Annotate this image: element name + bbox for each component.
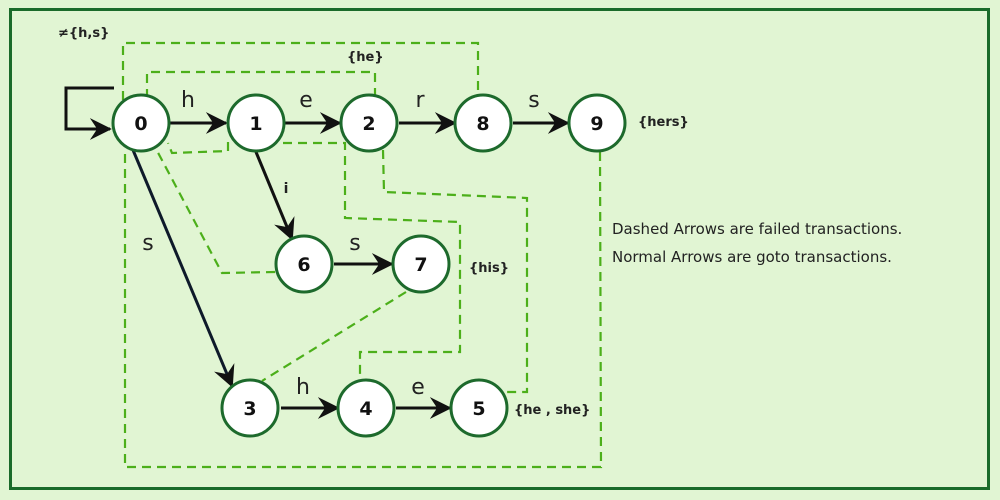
output-label-9: {hers}	[638, 115, 689, 130]
output-label-5: {he , she}	[514, 403, 590, 418]
state-node-2[interactable]: 2	[339, 93, 399, 153]
edge-label-1-6: i	[284, 181, 289, 197]
state-label: 4	[359, 398, 372, 420]
output-labels: ≠{h,s} {he} {hers} {his} {he , she}	[58, 26, 689, 418]
fail-edge-2-0	[145, 70, 377, 98]
edge-label-0-1: h	[181, 88, 195, 113]
state-label: 9	[590, 113, 603, 135]
goto-edges	[131, 112, 570, 419]
state-node-4[interactable]: 4	[336, 378, 396, 438]
state-node-9[interactable]: 9	[567, 93, 627, 153]
edge-label-0-3: s	[142, 231, 153, 256]
state-label: 1	[249, 113, 262, 135]
fail-edge-7-3	[261, 291, 407, 382]
fail-edge-6-0	[154, 146, 276, 275]
state-node-7[interactable]: 7	[391, 234, 451, 294]
legend-dashed: Dashed Arrows are failed transactions.	[612, 220, 903, 238]
nodes: 0 1 2 8 9 6 7 3 4 5	[111, 93, 627, 438]
state-node-0[interactable]: 0	[111, 93, 171, 153]
fail-edge-4-1	[283, 141, 462, 382]
state-label: 3	[243, 398, 256, 420]
state-label: 7	[414, 254, 427, 276]
fail-edge-5-2	[381, 149, 529, 394]
fail-edge-9-3	[123, 150, 603, 469]
goto-edge-1-6	[254, 151, 295, 241]
edge-label-6-7: s	[349, 231, 360, 256]
fail-edge-1-0	[166, 142, 230, 155]
state-label: 6	[297, 254, 310, 276]
root-loop-label: ≠{h,s}	[58, 26, 109, 41]
state-node-6[interactable]: 6	[274, 234, 334, 294]
state-node-8[interactable]: 8	[453, 93, 513, 153]
state-node-5[interactable]: 5	[449, 378, 509, 438]
state-node-3[interactable]: 3	[220, 378, 280, 438]
legend-normal: Normal Arrows are goto transactions.	[612, 248, 892, 266]
edge-label-8-9: s	[528, 88, 539, 113]
state-label: 2	[362, 113, 375, 135]
state-node-1[interactable]: 1	[226, 93, 286, 153]
state-label: 0	[134, 113, 147, 135]
edge-label-4-5: e	[411, 375, 425, 400]
output-label-7: {his}	[469, 261, 509, 276]
edge-label-1-2: e	[299, 88, 313, 113]
state-label: 5	[472, 398, 485, 420]
goto-edge-0-3	[131, 149, 235, 388]
edge-labels: h e r s i s s h e	[142, 88, 539, 400]
fail-edge-8-0	[121, 41, 480, 100]
edge-label-3-4: h	[296, 375, 310, 400]
state-label: 8	[476, 113, 489, 135]
output-label-2: {he}	[347, 50, 384, 65]
self-loop-edge-0	[64, 86, 114, 140]
failure-edges	[121, 41, 603, 469]
edge-label-2-8: r	[415, 88, 425, 113]
